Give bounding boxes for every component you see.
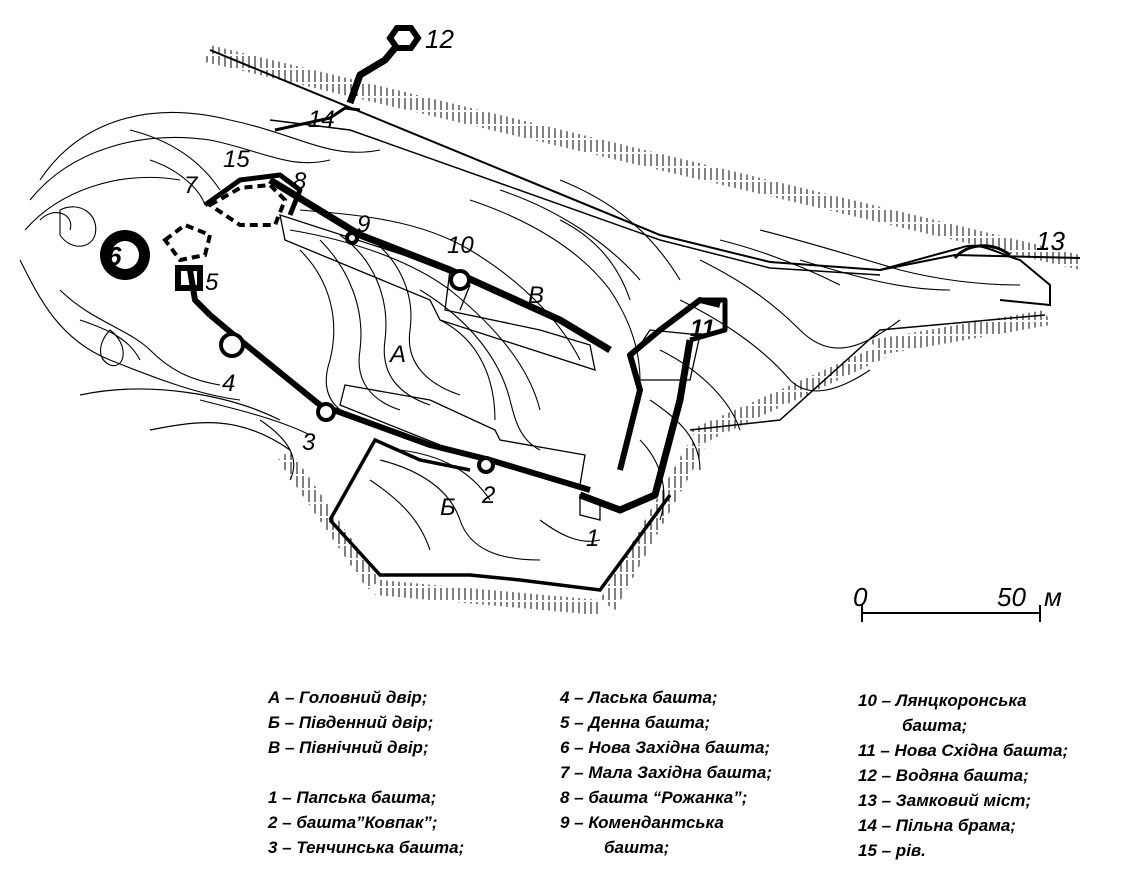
courtyard-a-label: А	[388, 341, 406, 368]
legend-entry-continuation: башта;	[902, 716, 968, 735]
tower-number-labels: 1 2 3 4 5 6 7 8 9 10 11 12 13 14 15	[107, 24, 1065, 552]
tower-6-new-west	[100, 230, 150, 280]
castle-boundary	[79, 49, 1081, 592]
legend-column-1: А – Головний двір; Б – Південний двір; В…	[268, 685, 464, 860]
tower-number-3: 3	[302, 429, 316, 456]
tower-number-10: 10	[447, 232, 474, 259]
tower-number-15: 15	[223, 146, 250, 173]
tower-number-5: 5	[205, 269, 219, 296]
tower-number-6: 6	[107, 241, 122, 271]
scale-unit-label: м	[1044, 582, 1062, 612]
legend-entry: 9 – Комендантська	[560, 813, 724, 832]
legend-entry: А – Головний двір;	[268, 688, 428, 707]
legend-entry: 6 – Нова Західна башта;	[560, 738, 771, 757]
courtyard-labels: А Б В	[388, 282, 544, 521]
tower-12-water	[386, 25, 422, 51]
legend-entry: 3 – Тенчинська башта;	[268, 838, 465, 857]
tower-number-14: 14	[308, 106, 335, 133]
contour-lines	[19, 111, 1021, 561]
legend-entry: В – Північний двір;	[268, 738, 429, 757]
tower-number-8: 8	[293, 168, 307, 195]
bridge-13	[953, 244, 1011, 260]
legend-entry: 5 – Денна башта;	[560, 713, 711, 732]
tower-number-13: 13	[1036, 226, 1065, 256]
castle-plan-map: 1 2 3 4 5 6 7 8 9 10 11 12 13 14 15 А Б …	[19, 24, 1081, 622]
legend-entry: 15 – рів.	[858, 841, 926, 860]
tower-5-day	[175, 265, 203, 291]
legend-column-2: 4 – Ласька башта; 5 – Денна башта; 6 – Н…	[560, 685, 772, 860]
legend-entry: 10 – Лянцкоронська	[858, 691, 1027, 710]
legend-entry: 12 – Водяна башта;	[858, 766, 1029, 785]
legend-entry: 11 – Нова Східна башта;	[858, 741, 1069, 760]
tower-number-12: 12	[425, 24, 454, 54]
courtyard-b-label: Б	[440, 494, 456, 521]
legend-entry-continuation: башта;	[604, 838, 670, 857]
legend-entry: 4 – Ласька башта;	[560, 688, 718, 707]
tower-number-9: 9	[357, 211, 370, 238]
legend-entry: Б – Південний двір;	[268, 713, 434, 732]
legend-column-3: 10 – Лянцкоронська башта; 11 – Нова Схід…	[858, 688, 1068, 863]
tower-number-1: 1	[586, 525, 599, 552]
legend-entry: 13 – Замковий міст;	[858, 791, 1032, 810]
tower-number-2: 2	[481, 482, 495, 509]
legend-entry: 7 – Мала Західна башта;	[560, 763, 772, 782]
small-towers	[219, 231, 495, 474]
courtyard-v-label: В	[528, 282, 544, 309]
tower-number-4: 4	[222, 370, 235, 397]
tower-number-11: 11	[690, 315, 715, 342]
courtyard-buildings	[279, 214, 701, 521]
scale-bar: 0 50 м	[853, 582, 1062, 622]
legend-entry: 14 – Пільна брама;	[858, 816, 1016, 835]
legend-entry: 8 – башта “Рожанка”;	[560, 788, 748, 807]
scale-start-label: 0	[853, 582, 868, 612]
tower-number-7: 7	[184, 172, 199, 199]
tower-7-8-outline	[162, 182, 288, 263]
scale-end-label: 50	[997, 582, 1026, 612]
legend-entry: 1 – Папська башта;	[268, 788, 437, 807]
legend-entry: 2 – башта”Ковпак”;	[268, 813, 438, 832]
